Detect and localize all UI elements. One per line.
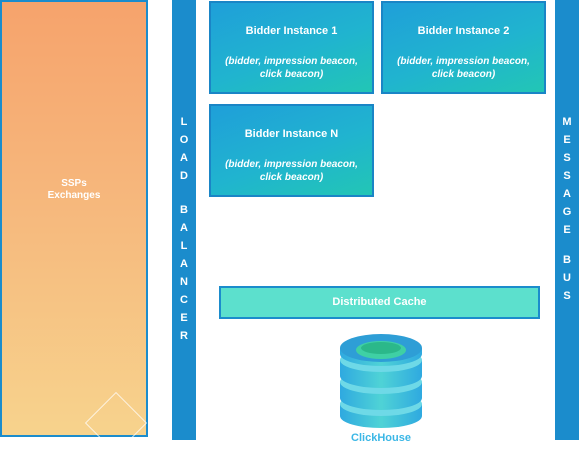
message-bus-bar: M E S S A G E B U S [555, 0, 579, 440]
load-balancer-letter: A [180, 258, 188, 270]
load-balancer-letter: E [180, 312, 188, 324]
message-bus-letter: E [563, 134, 571, 146]
bidder-subtitle-line2: click beacon) [259, 172, 324, 183]
bidder-subtitle-line1: (bidder, impression beacon, [397, 56, 530, 67]
bidder-subtitle-line2: click beacon) [431, 69, 496, 80]
load-balancer-bar: L O A D B A L A N C E R [172, 0, 196, 440]
load-balancer-letter: A [180, 222, 188, 234]
message-bus-letter: S [563, 290, 571, 302]
ssp-exchanges-label: SSPs Exchanges [2, 178, 146, 202]
bidder-instance-n: Bidder Instance N (bidder, impression be… [209, 104, 374, 197]
bidder-title: Bidder Instance 2 [417, 25, 510, 37]
load-balancer-letter: C [180, 294, 188, 306]
load-balancer-letter: R [180, 330, 188, 342]
load-balancer-letter: L [180, 116, 188, 128]
ssp-label-line1: SSPs [61, 178, 87, 189]
bidder-subtitle: (bidder, impression beacon, click beacon… [211, 158, 372, 184]
message-bus-letter: B [563, 254, 571, 266]
bidder-subtitle: (bidder, impression beacon, click beacon… [211, 55, 372, 81]
load-balancer-letter: N [180, 276, 188, 288]
bidder-subtitle: (bidder, impression beacon, click beacon… [383, 55, 544, 81]
bidder-title: Bidder Instance N [244, 128, 339, 140]
message-bus-letter: U [563, 272, 571, 284]
message-bus-letter: M [562, 116, 572, 128]
database-icon [340, 334, 422, 428]
ssp-exchanges-box: SSPs Exchanges [0, 0, 148, 454]
message-bus-letter: S [563, 152, 571, 164]
load-balancer-letter: B [180, 204, 188, 216]
distributed-cache: Distributed Cache [219, 286, 540, 319]
ssp-label-line2: Exchanges [47, 190, 101, 201]
load-balancer-letter: A [180, 152, 188, 164]
load-balancer-letter: L [180, 240, 188, 252]
bidder-subtitle-line2: click beacon) [259, 69, 324, 80]
message-bus-letter: E [563, 224, 571, 236]
message-bus-letter: A [563, 188, 571, 200]
diamond-decoration [84, 391, 148, 454]
load-balancer-letter: O [179, 134, 189, 146]
bidder-instance-2: Bidder Instance 2 (bidder, impression be… [381, 1, 546, 94]
bidder-subtitle-line1: (bidder, impression beacon, [225, 56, 358, 67]
message-bus-letter: G [562, 206, 572, 218]
load-balancer-letter: D [180, 170, 188, 182]
message-bus-letter: S [563, 170, 571, 182]
clickhouse-label: ClickHouse [351, 432, 411, 444]
bidder-instance-1: Bidder Instance 1 (bidder, impression be… [209, 1, 374, 94]
bidder-subtitle-line1: (bidder, impression beacon, [225, 159, 358, 170]
bidder-title: Bidder Instance 1 [245, 25, 338, 37]
